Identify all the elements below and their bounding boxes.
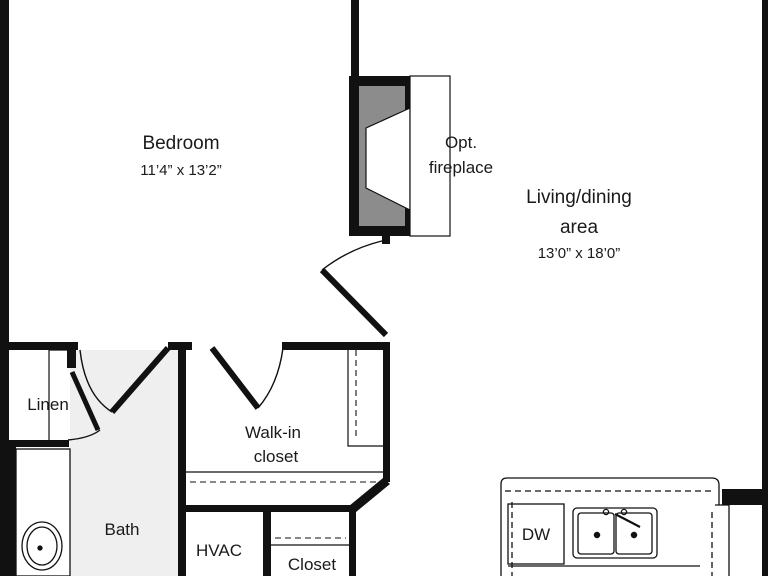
bedroom-south-wall-left xyxy=(0,342,78,350)
closet-east-wall xyxy=(349,505,356,576)
right-exterior-wall xyxy=(762,0,768,576)
fireplace-label-line2: fireplace xyxy=(429,158,493,177)
walkin-diagonal-wall xyxy=(349,478,390,512)
bath-west-wall xyxy=(9,447,16,576)
hvac-closet-wall xyxy=(263,512,271,576)
left-exterior-wall xyxy=(0,0,9,576)
kitchen-counter xyxy=(500,477,730,576)
bath-west-partition xyxy=(67,342,76,368)
living-dimensions: 13’0” x 18’0” xyxy=(538,245,621,262)
bath-closet-wall xyxy=(178,342,186,576)
fireplace-label-line1: Opt. xyxy=(445,133,477,152)
sink-icon xyxy=(21,521,63,571)
hvac-label: HVAC xyxy=(196,541,242,560)
dashed-shelves xyxy=(190,350,378,539)
bedroom-label: Bedroom xyxy=(142,133,219,154)
hvac-top-wall xyxy=(178,505,356,512)
dishwasher xyxy=(507,503,565,565)
bedroom-living-wall xyxy=(351,0,359,78)
living-label-line1: Living/dining xyxy=(526,187,632,208)
living-label-line2: area xyxy=(560,217,598,238)
doors xyxy=(67,239,389,441)
dishwasher-label: DW xyxy=(522,525,550,544)
bedroom-dimensions: 11’4” x 13’2” xyxy=(140,162,221,179)
fireplace xyxy=(349,75,451,244)
bath-floor xyxy=(70,350,180,576)
closet-label: Closet xyxy=(288,555,336,574)
walkin-east-wall xyxy=(383,342,390,482)
closet-fixtures xyxy=(48,349,383,546)
sink-icon xyxy=(572,507,658,559)
walkin-label-line2: closet xyxy=(254,447,299,466)
kitchen-wall-stub xyxy=(722,489,768,505)
linen-south-wall xyxy=(9,440,69,447)
walkin-label-line1: Walk-in xyxy=(245,423,301,442)
linen-label: Linen xyxy=(27,395,69,414)
bedroom-south-wall-right xyxy=(282,342,389,350)
bath-fixtures xyxy=(15,448,71,576)
bath-label: Bath xyxy=(105,520,140,539)
